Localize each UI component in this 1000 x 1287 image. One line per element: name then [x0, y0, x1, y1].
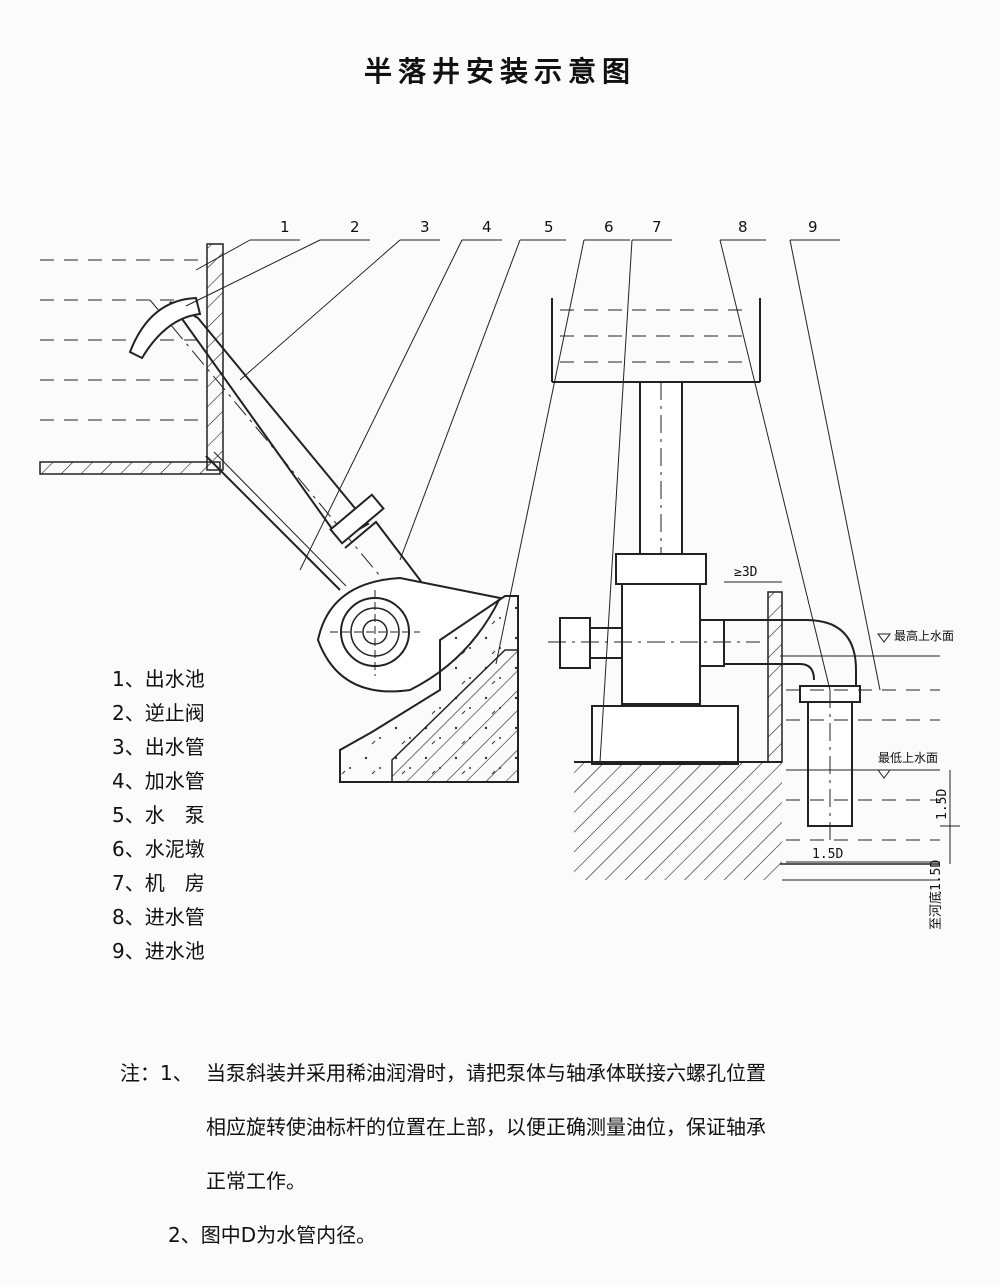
note-1-line-2: 相应旋转使油标杆的位置在上部，以便正确测量油位，保证轴承: [206, 1115, 766, 1139]
legend-item: 3、出水管: [112, 735, 205, 759]
horizontal-pump: [548, 553, 760, 765]
callout-leaders: [185, 239, 881, 763]
dim-15d-vertical: 1.5D: [935, 789, 950, 820]
legend-item: 5、水 泵: [112, 803, 205, 827]
note-lead: 注：1、: [120, 1061, 193, 1085]
callout-3: 3: [420, 218, 430, 236]
dim-river-bottom: 至河底1.5D: [928, 860, 944, 930]
legend-item: 6、水泥墩: [112, 837, 205, 861]
inlet-pipe: [724, 619, 861, 840]
callout-6: 6: [604, 218, 614, 236]
callout-4: 4: [482, 218, 492, 236]
callout-8: 8: [738, 218, 748, 236]
legend-item: 2、逆止阀: [112, 701, 205, 725]
page-title: 半落井安装示意图: [363, 55, 636, 88]
installation-diagram: 1 2 3 4 5 6 7 8 9 最高上水面 最低上水面 ≥3D 1.5D 1…: [39, 218, 960, 930]
callout-1: 1: [280, 218, 290, 236]
legend-item: 7、机 房: [112, 871, 205, 895]
legend-item: 9、进水池: [112, 939, 205, 963]
legend-item: 1、出水池: [112, 667, 205, 691]
callout-9: 9: [808, 218, 818, 236]
note-1-line-3: 正常工作。: [206, 1169, 306, 1193]
outlet-pool: [39, 243, 224, 475]
concrete-pier: [339, 595, 519, 783]
min-level-label: 最低上水面: [878, 751, 938, 765]
notes-section: 注：1、 当泵斜装并采用稀油润滑时，请把泵体与轴承体联接六螺孔位置 相应旋转使油…: [120, 1046, 960, 1262]
note-2: 2、图中D为水管内径。: [168, 1223, 377, 1247]
callout-7: 7: [652, 218, 662, 236]
note-1: 注：1、 当泵斜装并采用稀油润滑时，请把泵体与轴承体联接六螺孔位置 相应旋转使油…: [120, 1046, 960, 1208]
callout-5: 5: [544, 218, 554, 236]
legend-item: 8、进水管: [112, 905, 205, 929]
dim-3d: ≥3D: [734, 565, 758, 580]
component-legend: 1、出水池 2、逆止阀 3、出水管 4、加水管 5、水 泵 6、水泥墩 7、机 …: [112, 662, 205, 968]
inlet-pool: [574, 591, 940, 881]
legend-item: 4、加水管: [112, 769, 205, 793]
callout-2: 2: [350, 218, 360, 236]
level-markers: [724, 581, 960, 864]
max-level-label: 最高上水面: [894, 628, 954, 643]
annotations: 最高上水面 最低上水面 ≥3D 1.5D 1.5D 至河底1.5D: [734, 565, 954, 930]
note-1-line-1: 当泵斜装并采用稀油润滑时，请把泵体与轴承体联接六螺孔位置: [206, 1061, 766, 1085]
inclined-pump: [316, 576, 502, 693]
dim-15d-horizontal: 1.5D: [812, 847, 843, 862]
callout-numbers: 1 2 3 4 5 6 7 8 9: [280, 218, 818, 236]
